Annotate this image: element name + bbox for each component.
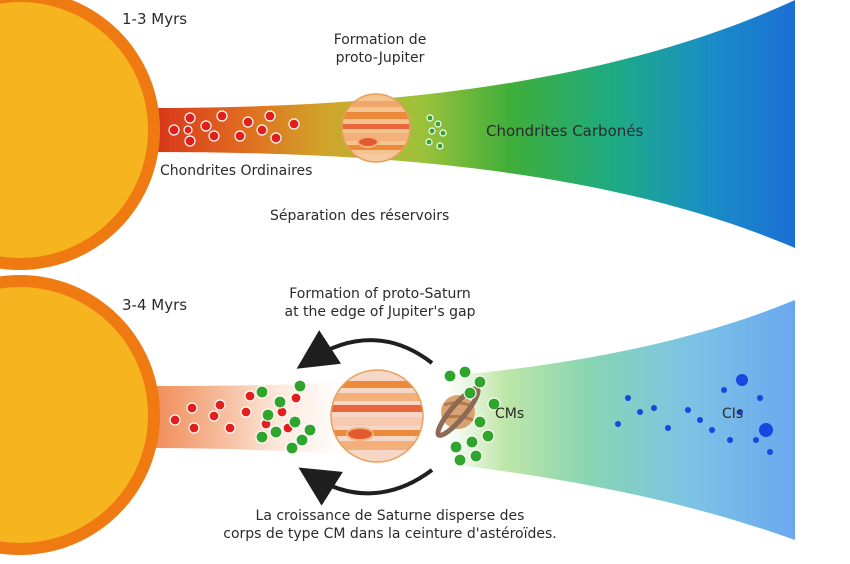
ci-particle — [665, 425, 671, 431]
ordinary-particle — [244, 390, 256, 402]
ordinary-particle — [188, 422, 200, 434]
proto-jupiter-top — [341, 93, 411, 163]
ci-particle — [737, 409, 743, 415]
cm-particle — [463, 386, 477, 400]
ordinary-particle — [168, 124, 180, 136]
carbonaceous-particle — [439, 129, 447, 137]
sun-top — [0, 0, 160, 270]
ordinary-particle — [169, 414, 181, 426]
cm-particle — [458, 365, 472, 379]
cm-particle — [285, 441, 299, 455]
ci-particle — [697, 417, 703, 423]
ci-particle — [637, 409, 643, 415]
ci-particle — [727, 437, 733, 443]
ordinary-particle — [186, 402, 198, 414]
cm-particle — [487, 397, 501, 411]
ci-particle — [753, 437, 759, 443]
saturn-caption: La croissance de Saturne disperse des co… — [190, 507, 590, 543]
time-label-top: 1-3 Myrs — [122, 10, 188, 28]
ordinary-particle — [234, 130, 246, 142]
ordinary-particle — [214, 399, 226, 411]
formation-saturn-label: Formation of proto-Saturn at the edge of… — [240, 285, 520, 321]
ci-particle — [767, 449, 773, 455]
cm-particle — [255, 385, 269, 399]
cm-particle — [465, 435, 479, 449]
carbonaceous-particles-top — [425, 114, 447, 150]
ordinary-particles-top — [168, 110, 300, 147]
ci-particles-bottom — [615, 374, 773, 455]
time-label-bottom: 3-4 Myrs — [122, 296, 188, 314]
cm-particle — [443, 369, 457, 383]
cm-particles-bottom — [255, 365, 501, 467]
ordinary-particle — [270, 132, 282, 144]
ordinary-particle — [216, 110, 228, 122]
ordinary-particle — [224, 422, 236, 434]
sun-bottom — [0, 275, 160, 555]
cm-particle — [453, 453, 467, 467]
disk-top — [150, 0, 795, 248]
ordinary-particle — [208, 410, 220, 422]
ordinary-particle — [264, 110, 276, 122]
formation-saturn-line1: Formation of proto-Saturn — [289, 286, 471, 302]
cm-particle — [288, 415, 302, 429]
ordinary-particle — [184, 135, 196, 147]
cm-particle — [293, 379, 307, 393]
cm-particle — [449, 440, 463, 454]
carbonaceous-particle — [428, 127, 436, 135]
ordinary-particle — [183, 125, 193, 135]
carbonaceous-particle — [425, 138, 433, 146]
ordinary-particle — [208, 130, 220, 142]
formation-jupiter-line2: proto-Jupiter — [335, 50, 425, 66]
ordinary-particle — [184, 112, 196, 124]
formation-saturn-line2: at the edge of Jupiter's gap — [284, 304, 476, 320]
ci-particle — [759, 423, 773, 437]
ci-particle — [615, 421, 621, 427]
ci-particle — [721, 387, 727, 393]
ci-particle — [625, 395, 631, 401]
cm-particle — [273, 395, 287, 409]
cm-particle — [295, 433, 309, 447]
saturn-caption-line1: La croissance de Saturne disperse des — [255, 508, 525, 524]
cm-particle — [473, 415, 487, 429]
ordinary-particle — [242, 116, 254, 128]
cm-particle — [469, 449, 483, 463]
ci-particle — [651, 405, 657, 411]
ordinary-particle — [290, 392, 302, 404]
carbonaceous-particle — [436, 142, 444, 150]
ci-particle — [709, 427, 715, 433]
ci-particle — [685, 407, 691, 413]
cm-particle — [303, 423, 317, 437]
proto-saturn — [435, 386, 481, 438]
ci-particle — [736, 374, 748, 386]
arrow-bottom — [298, 467, 434, 506]
cm-particle — [481, 429, 495, 443]
carbonaceous-chondrites-label: Chondrites Carbonés — [486, 122, 644, 140]
ci-label: CIs — [722, 406, 744, 422]
ci-particle — [757, 395, 763, 401]
cm-particle — [261, 408, 275, 422]
formation-jupiter-label: Formation de proto-Jupiter — [300, 31, 460, 67]
carbonaceous-particle — [426, 114, 434, 122]
proto-jupiter-bottom — [330, 369, 424, 463]
ordinary-chondrites-label: Chondrites Ordinaires — [160, 163, 313, 179]
cm-particle — [269, 425, 283, 439]
formation-jupiter-line1: Formation de — [333, 32, 427, 48]
cm-particle — [255, 430, 269, 444]
carbonaceous-particle — [434, 120, 442, 128]
ordinary-particle — [256, 124, 268, 136]
ordinary-particle — [288, 118, 300, 130]
cm-label: CMs — [495, 406, 525, 422]
ordinary-particle — [200, 120, 212, 132]
saturn-caption-line2: corps de type CM dans la ceinture d'asté… — [223, 526, 557, 542]
cm-particle — [473, 375, 487, 389]
reservoir-separation-label: Séparation des réservoirs — [270, 208, 450, 224]
arrow-top — [296, 330, 434, 369]
ordinary-particle — [240, 406, 252, 418]
ordinary-particle — [276, 406, 288, 418]
